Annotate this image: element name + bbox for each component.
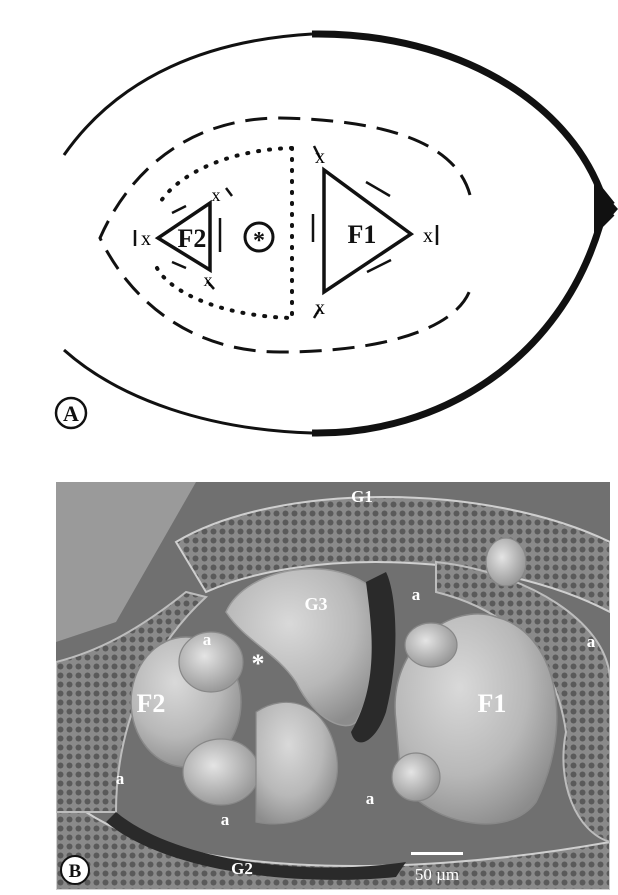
flower-1-label: F1 xyxy=(348,220,377,249)
envelope-keel xyxy=(594,182,618,236)
flower-2-anther-lower xyxy=(183,739,259,805)
f2-marker-top: x xyxy=(212,185,221,205)
label-anther: a xyxy=(587,632,596,651)
flower-1-anther-tip xyxy=(486,538,526,586)
floral-diagram: x x x x x x F1 F2 * A xyxy=(0,0,618,460)
f1-marker-bottom: x xyxy=(315,297,325,319)
outer-envelope-lower-thin xyxy=(64,350,312,433)
f2-marker-bottom: x xyxy=(204,270,213,290)
f2-marker-left: x xyxy=(141,228,151,250)
f1-marker-top: x xyxy=(315,146,325,168)
label-anther: a xyxy=(203,630,212,649)
scale-bar-label: 50 µm xyxy=(415,865,459,884)
panel-a-letter: A xyxy=(63,401,79,426)
label-anther: a xyxy=(366,789,375,808)
sem-image: G1 G3 G2 F2 F1 * a a a a a a 50 µm B xyxy=(56,482,610,890)
f2-bar-top xyxy=(226,188,232,196)
f1-bar-upper xyxy=(366,182,390,196)
panel-b-letter: B xyxy=(69,861,82,882)
label-f1: F1 xyxy=(478,689,507,718)
flower-1-anther-lower xyxy=(392,753,440,801)
scale-bar xyxy=(411,852,463,855)
panel-a-diagram: x x x x x x F1 F2 * A xyxy=(0,0,618,460)
flower-1-anther-upper xyxy=(405,623,457,667)
label-anther: a xyxy=(116,769,125,788)
label-g1: G1 xyxy=(351,487,373,506)
f1-marker-right: x xyxy=(423,225,433,247)
label-anther: a xyxy=(221,810,230,829)
label-axis-asterisk: * xyxy=(252,649,265,678)
flower-2-label: F2 xyxy=(178,224,207,253)
outer-envelope-upper-thin xyxy=(64,34,312,155)
label-g3: G3 xyxy=(304,594,327,614)
f2-bar-lower xyxy=(172,262,186,268)
label-g2: G2 xyxy=(231,859,253,878)
axis-asterisk: * xyxy=(253,228,265,254)
panel-b-micrograph: G1 G3 G2 F2 F1 * a a a a a a 50 µm B xyxy=(56,482,610,890)
label-anther: a xyxy=(412,585,421,604)
label-f2: F2 xyxy=(137,689,166,718)
f2-bar-upper xyxy=(172,206,186,213)
